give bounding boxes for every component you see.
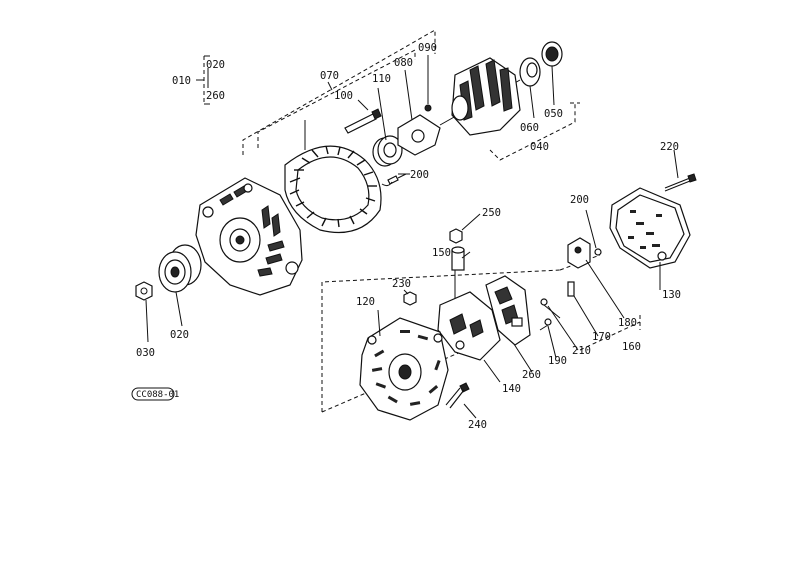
nut-250 — [449, 228, 463, 244]
label-190: 190 — [548, 355, 567, 367]
bolt-220 — [664, 173, 697, 192]
bolt-100 — [344, 108, 382, 134]
group-010-bracket — [196, 55, 210, 105]
terminal-block-180 — [567, 237, 591, 269]
regulator-260 — [485, 275, 531, 346]
label-040: 040 — [530, 141, 549, 153]
figure-code-text: CC088-01 — [136, 390, 179, 400]
label-260: 260 — [522, 369, 541, 381]
label-100: 100 — [334, 90, 353, 102]
rectifier-140 — [437, 270, 501, 361]
label-200-upper: 200 — [410, 169, 429, 181]
figure-code-badge: CC088-01 — [131, 387, 179, 401]
label-060: 060 — [520, 122, 539, 134]
label-150: 150 — [432, 247, 451, 259]
bearing-060 — [519, 57, 541, 87]
sleeve-170 — [567, 281, 575, 297]
label-020: 020 — [170, 329, 189, 341]
label-090: 090 — [418, 42, 437, 54]
label-070: 070 — [320, 70, 339, 82]
rear-cover-130 — [609, 187, 691, 269]
screw-200-upper — [387, 173, 407, 185]
label-020-group: 020 — [206, 59, 225, 71]
label-030: 030 — [136, 347, 155, 359]
label-130: 130 — [662, 289, 681, 301]
label-010: 010 — [172, 75, 191, 87]
bolt-240 — [445, 382, 470, 409]
screw-210 — [540, 298, 561, 319]
spring-clip — [381, 181, 393, 187]
rear-housing-120 — [359, 317, 449, 421]
bearing-110 — [372, 135, 403, 167]
bearing-cover-050 — [541, 41, 563, 67]
label-240: 240 — [468, 419, 487, 431]
label-260-group: 260 — [206, 90, 225, 102]
upper-assembly-frame — [242, 29, 580, 161]
label-110: 110 — [372, 73, 391, 85]
label-210: 210 — [572, 345, 591, 357]
label-220: 220 — [660, 141, 679, 153]
label-050: 050 — [544, 108, 563, 120]
capacitor-150 — [451, 246, 465, 271]
label-180: 180 — [618, 317, 637, 329]
label-160: 160 — [622, 341, 641, 353]
label-200-rear: 200 — [570, 194, 589, 206]
rotor — [439, 57, 521, 136]
pulley-020 — [158, 244, 202, 293]
leader-lines — [145, 55, 679, 419]
label-080: 080 — [394, 57, 413, 69]
label-170: 170 — [592, 331, 611, 343]
label-230: 230 — [392, 278, 411, 290]
label-250: 250 — [482, 207, 501, 219]
screw-200-rear — [594, 248, 602, 256]
screw-190 — [539, 318, 552, 331]
stator — [284, 120, 382, 234]
nut-030 — [135, 281, 153, 301]
retainer-plate-080 — [397, 104, 441, 156]
label-120: 120 — [356, 296, 375, 308]
label-140: 140 — [502, 383, 521, 395]
part-labels: 010 020 260 070 100 110 080 090 050 060 … — [136, 42, 681, 431]
nut-230 — [403, 291, 417, 306]
front-housing — [195, 177, 303, 296]
